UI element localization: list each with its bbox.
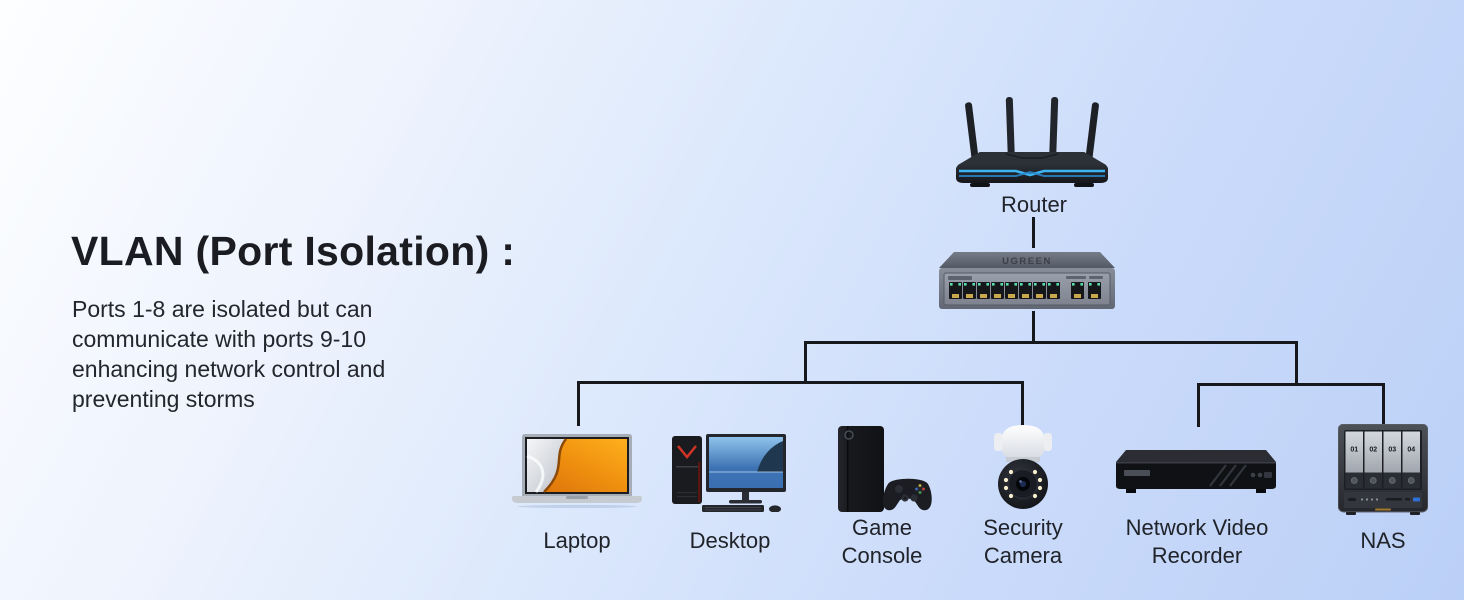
game-console-image [838,426,932,514]
switch-image: UGREEN [938,250,1116,312]
connector-drop-nas [1382,383,1385,429]
nas-image: 01 02 03 04 [1338,424,1428,516]
switch-ports [949,282,1101,299]
nas-bay-number: 02 [1369,447,1377,454]
router-image [950,96,1114,192]
connector-router-switch [1032,217,1035,248]
desktop-icon [672,434,786,512]
desktop-keyboard [702,505,764,512]
security-camera-image [992,424,1054,512]
camera-leds [1003,469,1043,499]
laptop-label: Laptop [543,528,611,553]
nas-bays: 01 02 03 04 [1345,431,1420,489]
connector-bus-left [577,381,1024,384]
desktop-label: Desktop [689,528,771,553]
laptop-icon [512,434,642,508]
connector-drop-right-group [1295,341,1298,386]
nvr-label: Network Video Recorder [1125,515,1269,568]
nvr-logo [1124,470,1150,476]
router-led-strip [959,169,1105,177]
connector-bus-top [804,341,1298,344]
nas-bay-number: 03 [1388,447,1396,454]
connector-drop-left-group [804,341,807,384]
nvr-icon [1116,450,1276,493]
nvr-front-face [1116,462,1276,489]
desktop-tower [672,436,702,504]
description-text: Ports 1-8 are isolated but can communica… [72,296,386,412]
security-camera-icon [994,425,1052,509]
nas-front-strip [1344,492,1422,508]
nvr-stripes [1209,464,1247,487]
nas-bay-number: 01 [1350,447,1358,454]
router-antennas [965,97,1099,163]
nas-bay-number: 04 [1407,447,1415,454]
nas-label: NAS [1360,528,1406,553]
console-tower [838,426,884,512]
nas-icon: 01 02 03 04 [1338,424,1428,515]
game-console-icon [838,426,932,512]
nas-usb-port [1413,497,1420,502]
switch-icon: UGREEN [939,252,1115,309]
connector-switch-drop [1032,311,1035,344]
switch-top-face [939,252,1115,268]
page-title: VLAN (Port Isolation) : [71,228,516,274]
connector-drop-camera [1021,381,1024,428]
router-label: Router [1000,192,1068,217]
connector-bus-right [1197,383,1385,386]
camera-housing [1002,425,1044,457]
desktop-mouse [769,505,781,512]
laptop-image [512,434,642,508]
nvr-top-face [1116,450,1276,462]
game-console-label: Game Console [841,515,923,568]
connector-drop-laptop [577,381,580,426]
switch-brand-text: UGREEN [1002,256,1052,267]
desktop-image [672,432,786,512]
router-icon [956,97,1108,187]
console-controller [882,478,932,511]
connector-drop-nvr [1197,383,1200,427]
security-camera-label: Security Camera [983,515,1063,568]
nvr-image [1114,442,1280,502]
